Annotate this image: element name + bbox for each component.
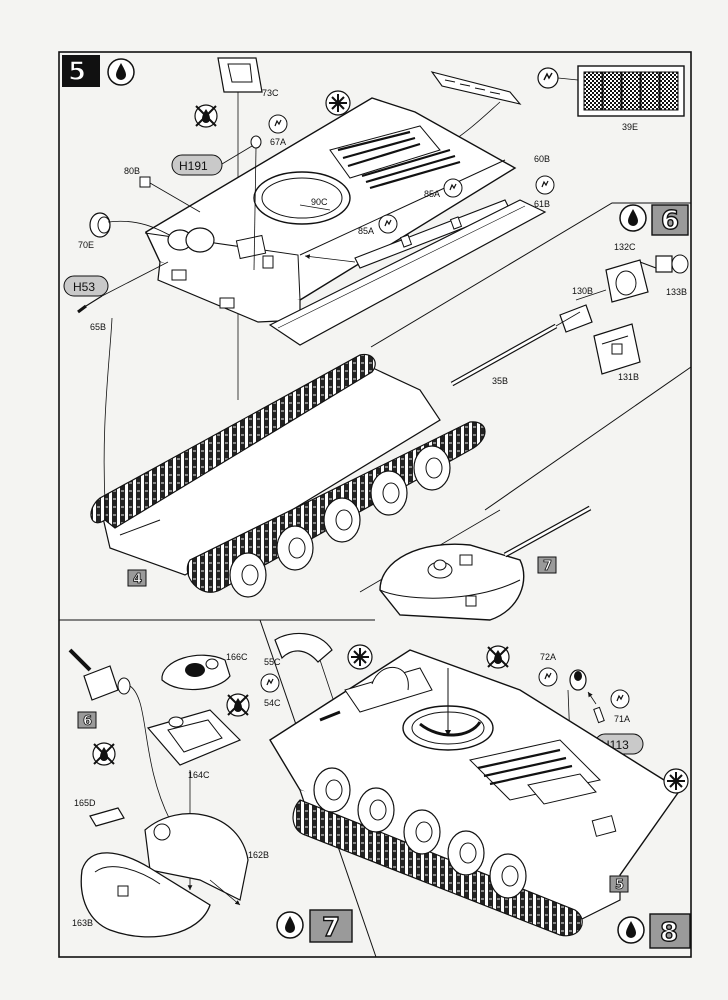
road-wheels [229, 445, 451, 598]
road-wheels-tank [313, 767, 527, 899]
alt-part-icon-85a-lower [378, 214, 398, 234]
step-5-header: 5 [62, 55, 135, 88]
part-rear-plate [268, 199, 547, 346]
part-80b [139, 176, 201, 213]
label-70e: 70E [78, 240, 94, 250]
ref-6-number: 6 [83, 714, 92, 729]
turret-assembly [379, 505, 592, 621]
no-paint-icon-s8 [486, 645, 510, 669]
front-headlight-mount [167, 227, 215, 253]
paint-code-h53: H53 [73, 280, 95, 294]
label-61b: 61B [534, 199, 550, 209]
alt-part-icon-55c [260, 673, 280, 693]
label-85a-lower: 85A [358, 226, 374, 236]
page-frame [58, 51, 692, 958]
step-6-header: 6 [619, 204, 689, 237]
part-165d [89, 807, 125, 827]
ref-5-number: 5 [615, 878, 624, 893]
label-35b: 35B [492, 376, 508, 386]
label-80b: 80B [124, 166, 140, 176]
label-90c: 90C [311, 197, 328, 207]
label-65b: 65B [90, 322, 106, 332]
wheel-hubs [241, 457, 443, 586]
part-162b-mantlet [144, 813, 249, 906]
label-67a: 67A [270, 137, 286, 147]
label-55c: 55C [264, 657, 281, 667]
label-132c: 132C [614, 242, 636, 252]
label-165d: 165D [74, 798, 96, 808]
part-133b [655, 254, 689, 274]
label-133b: 133B [666, 287, 687, 297]
turret-ring [253, 171, 351, 225]
step-8-header: 8 [617, 913, 691, 949]
ref-7-number: 7 [543, 559, 552, 574]
alt-part-icon-85a-upper [443, 178, 463, 198]
no-paint-icon [194, 104, 218, 128]
step-5-number: 5 [68, 57, 86, 87]
step-6-number: 6 [661, 206, 679, 236]
no-paint-icon-s7 [92, 742, 116, 766]
no-paint-icon-166c [226, 693, 250, 717]
label-166c: 166C [226, 652, 248, 662]
ref-box-4: 4 [127, 569, 147, 587]
complete-tank [269, 649, 681, 937]
paint-badge-h53: H53 [63, 275, 109, 297]
step-7-number: 7 [322, 913, 340, 943]
step-7-header: 7 [276, 909, 353, 944]
ref-4-number: 4 [133, 572, 142, 587]
step-8-number: 8 [660, 918, 678, 948]
wheel-hubs-tank [325, 779, 519, 887]
label-72a: 72A [540, 652, 556, 662]
alt-part-icon-60b [535, 175, 555, 195]
label-71a: 71A [614, 714, 630, 724]
label-73c: 73C [262, 88, 279, 98]
label-85a-upper: 85A [424, 189, 440, 199]
paint-badge-h191: H191 [171, 145, 253, 176]
divider-step6-diagonal [484, 366, 692, 511]
paint-code-h191: H191 [179, 159, 208, 173]
upper-hull [144, 97, 517, 323]
part-163b-shell [80, 852, 211, 938]
glue-icon-s8 [347, 644, 373, 670]
label-39e: 39E [622, 122, 638, 132]
paint-drop-icon [116, 63, 126, 80]
ref-box-7: 7 [537, 556, 557, 574]
glue-icon-s8-right [663, 768, 689, 794]
label-131b: 131B [618, 372, 639, 382]
part-131b [593, 323, 641, 375]
alt-part-icon-72a [538, 667, 558, 687]
part-67a [250, 114, 288, 271]
part-65b [77, 261, 169, 314]
part-130b [559, 289, 607, 333]
label-162b: 162B [248, 850, 269, 860]
label-130b: 130B [572, 286, 593, 296]
part-71a [587, 691, 605, 724]
label-163b: 163B [72, 918, 93, 928]
lower-hull-with-tracks [90, 317, 486, 598]
part-35b-barrel [450, 311, 581, 387]
label-60b: 60B [534, 154, 550, 164]
glue-icon [325, 90, 351, 116]
label-164c: 164C [188, 770, 210, 780]
leader-39e [557, 77, 579, 81]
alt-part-icon-71a [610, 689, 630, 709]
part-166c [161, 654, 231, 691]
part-mount-bracket [68, 648, 171, 821]
leader-front [103, 317, 113, 521]
part-132c [605, 259, 657, 303]
leader-90c [299, 204, 331, 211]
ref-box-6: 6 [77, 711, 97, 729]
alt-part-icon [537, 67, 559, 89]
divider-step5-step6 [370, 202, 691, 348]
ref-box-5: 5 [609, 875, 629, 893]
alt-part-icon-67a [268, 114, 288, 134]
label-54c: 54C [264, 698, 281, 708]
part-engine-grill-frame [430, 71, 522, 151]
part-39e-grill [577, 65, 685, 117]
